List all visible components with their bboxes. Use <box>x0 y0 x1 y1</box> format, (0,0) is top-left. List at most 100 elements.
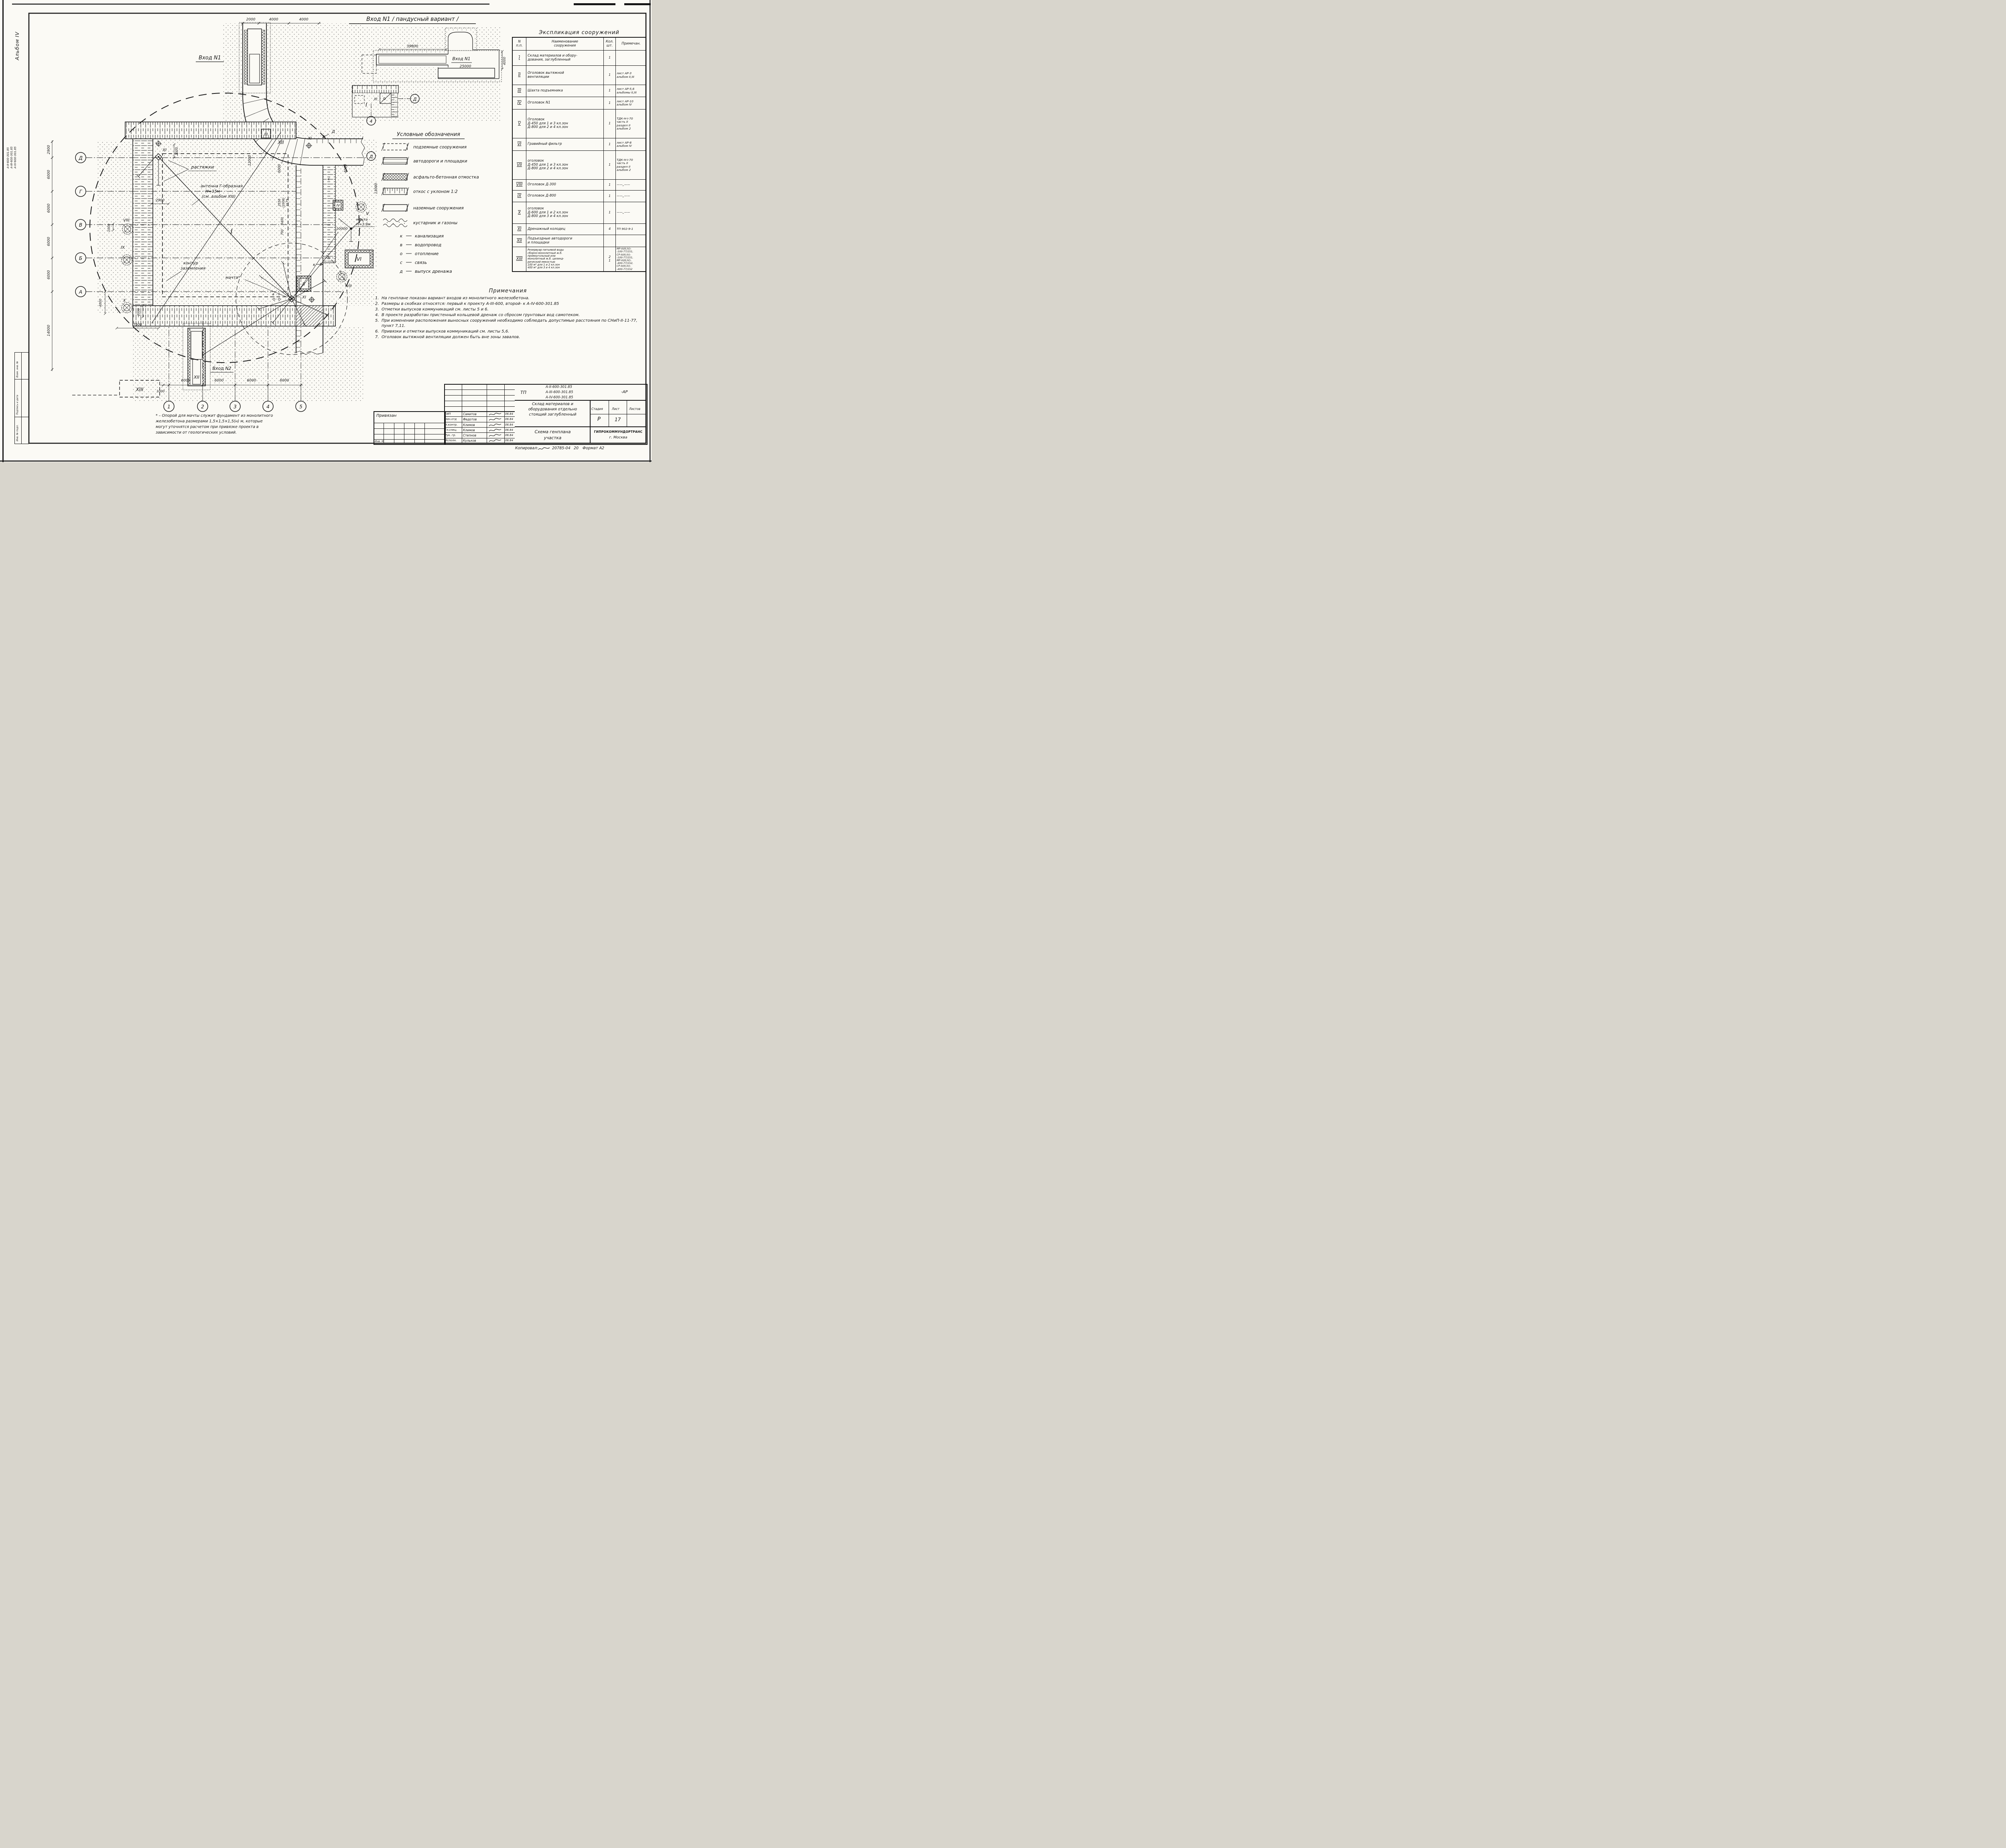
mast-radius-circle <box>236 231 348 355</box>
svg-text:12000: 12000 <box>248 155 252 166</box>
sig-date: 06.84 <box>505 418 514 421</box>
radius-label: 10000 <box>336 227 348 231</box>
sig-role: Исполн. <box>445 439 457 442</box>
sig-date: 06.84 <box>505 434 514 437</box>
svg-text:6000: 6000 <box>47 203 51 213</box>
sig-role: Н.контр. <box>445 423 458 426</box>
mast-small <box>338 218 375 242</box>
note-item: 7.Оголовок вытяжной вентиляции должен бы… <box>375 335 520 339</box>
org-name: ГИПРОКОММУНДОРТРАНС <box>594 430 643 434</box>
collapse-zone-circle <box>89 93 360 363</box>
format-label: Формат А2 <box>583 446 605 450</box>
notes-title: Примечания <box>489 288 527 294</box>
inset-marker-I: I <box>365 102 367 108</box>
svg-text:1000: 1000 <box>156 389 164 393</box>
svg-text:Н=15м: Н=15м <box>205 189 220 194</box>
axis-col-label: 2 <box>201 404 204 410</box>
sig-name: Климов <box>463 423 475 427</box>
svg-text:6000: 6000 <box>278 164 282 173</box>
tag-s: с <box>328 177 330 181</box>
svg-text:автодороги и площадки: автодороги и площадки <box>413 159 467 164</box>
svg-text:13000: 13000 <box>374 183 378 194</box>
underground-contour <box>162 153 288 297</box>
svg-text:6000: 6000 <box>181 379 191 383</box>
structure-VI <box>345 250 374 268</box>
sig-name: Степнов <box>463 434 477 437</box>
note-item: 3.Отметки выпусков коммуникаций см. лист… <box>375 307 489 312</box>
margin-code: А-III-600-301.85 <box>10 146 13 168</box>
copies-count: 20 <box>574 446 579 450</box>
entrance2-structure <box>183 323 211 390</box>
structure-IV <box>333 200 343 211</box>
sig-role: ГИП <box>445 412 451 416</box>
dimensions: 2900 6000 6000 6000 6000 14000 1000 6000… <box>47 18 378 393</box>
axis-row-label: Б <box>79 256 82 261</box>
axis-circles-rows: Д Г В Б А Д <box>75 151 376 297</box>
svg-text:канализация: канализация <box>415 234 444 239</box>
structure-III <box>261 129 271 138</box>
tag-k: к <box>313 263 315 267</box>
sig-name: Самитов <box>463 412 477 416</box>
margin-code: А-IV-600-301.85 <box>14 146 17 168</box>
svg-text:откос с уклоном 1:2: откос с уклоном 1:2 <box>413 189 458 194</box>
entrance1-label: Вход N1 <box>199 55 221 61</box>
sheet-label: Лист <box>612 407 620 411</box>
entrance1-structure <box>239 22 271 93</box>
col-header-qty: Кол. шт. <box>604 38 616 51</box>
svg-text:6000: 6000 <box>280 379 289 383</box>
legend-title: Условные обозначения <box>397 132 460 138</box>
svg-text:7500: 7500 <box>133 323 142 327</box>
marker-XIII: XIII <box>136 387 144 392</box>
stamp-label: Подпись и дата <box>16 395 19 415</box>
svg-text:(2300): (2300) <box>282 197 285 207</box>
margin-code: А-II-600-301.85 <box>6 147 10 168</box>
sheet-number: 17 <box>615 417 621 422</box>
svg-text:кустарник и газоны: кустарник и газоны <box>413 221 457 225</box>
copied-label: Копировал: <box>515 446 538 450</box>
svg-text:6000: 6000 <box>215 379 224 383</box>
entrance2-label: Вход N2 <box>212 366 231 371</box>
marker-V: V <box>366 211 370 216</box>
svg-text:отопление: отопление <box>415 252 439 256</box>
marker-XII-entrance: XII <box>193 375 199 380</box>
svg-text:выпуск дренажа: выпуск дренажа <box>415 269 452 274</box>
legend: Условные обозначения подземные сооружени… <box>381 132 479 274</box>
inset-axis-d: Д <box>413 97 417 102</box>
marker-I: I <box>230 228 232 236</box>
svg-text:6000: 6000 <box>247 379 256 383</box>
table-title: Экспликация сооружений <box>539 30 619 36</box>
axis-col-label: 1 <box>167 404 171 410</box>
drawing-title: Схема генплана участка <box>534 430 571 440</box>
margin-stamp-grid <box>14 352 29 444</box>
axis-row-label: Д <box>78 155 82 161</box>
note-item: 6.Привязки и отметки выпусков коммуникац… <box>375 329 510 334</box>
stamp-label: Взам. инв. № <box>16 361 19 377</box>
tag-o: о <box>278 292 280 296</box>
guys-label: растяжки <box>191 164 214 170</box>
mast-footnote: * – Опорой для мачты служит фундамент из… <box>156 414 273 435</box>
plan-labels: Вход N1 Вход N2 растяжки антенна Г-образ… <box>121 55 371 392</box>
svg-text:700: 700 <box>280 229 284 235</box>
marker-X: X <box>123 298 126 303</box>
stamp-label: Инв. № подл. <box>16 424 19 441</box>
axis-col-label: 5 <box>299 404 303 410</box>
axis-circles-cols: 1 2 3 4 5 <box>163 383 307 412</box>
sig-role: Нач.отд <box>445 418 457 421</box>
mast-label: мачта* <box>225 276 240 280</box>
svg-text:2000: 2000 <box>246 18 256 22</box>
signature <box>538 447 550 450</box>
svg-text:2900: 2900 <box>47 145 51 154</box>
explication-table: Экспликация сооружений N п.п. Наименован… <box>512 30 646 272</box>
inv-label: Инв. N <box>375 440 384 443</box>
pit-slopes <box>125 122 336 327</box>
tag-d: Д <box>331 130 335 134</box>
svg-text:4000: 4000 <box>299 18 309 22</box>
marker-XI-top: XI <box>162 148 166 152</box>
marker-III: III <box>264 132 268 137</box>
svg-text:подземные сооружения: подземные сооружения <box>413 145 467 150</box>
